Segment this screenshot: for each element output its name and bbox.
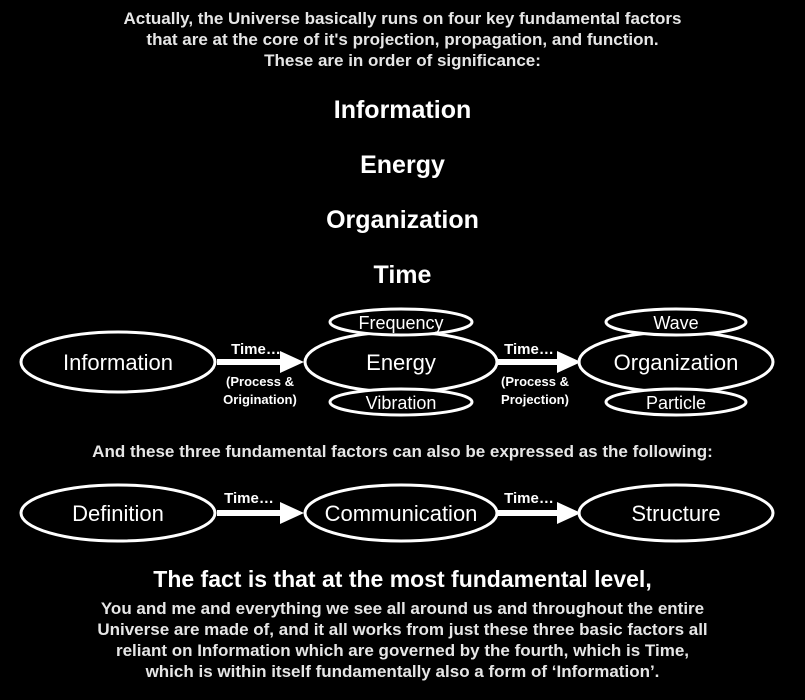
node-vibration-label: Vibration: [366, 393, 437, 413]
outro-line: Universe are made of, and it all works f…: [97, 620, 708, 639]
intro-line: These are in order of significance:: [264, 51, 541, 70]
arrow1-note-line2: Origination): [223, 392, 297, 407]
arrow-definition-to-communication: [217, 502, 304, 524]
node-wave-ellipse: [604, 307, 748, 337]
arrow2-time-label: Time…: [504, 341, 554, 358]
node-particle-ellipse: [604, 387, 748, 417]
node-structure-label: Structure: [631, 501, 720, 526]
node-energy-label: Energy: [366, 350, 436, 375]
node-wave-label: Wave: [653, 313, 698, 333]
outro-text: You and me and everything we see all aro…: [0, 598, 805, 682]
node-frequency-ellipse: [328, 307, 474, 337]
node-definition-label: Definition: [72, 501, 164, 526]
outro-line: reliant on Information which are governe…: [115, 641, 690, 660]
arrow-energy-to-organization: [497, 351, 581, 373]
outro-line: which is within itself fundamentally als…: [145, 662, 660, 681]
outro-line: You and me and everything we see all aro…: [100, 599, 705, 618]
factor-information: Information: [333, 96, 472, 124]
node-information-label: Information: [63, 350, 173, 375]
factor-energy: Energy: [360, 151, 445, 179]
intro-line: that are at the core of it's projection,…: [146, 30, 659, 49]
node-communication-label: Communication: [325, 501, 478, 526]
arrow1-note-line1: (Process &: [226, 374, 294, 389]
intro-text: Actually, the Universe basically runs on…: [0, 8, 805, 71]
diagram2-arrow1-time-label: Time…: [224, 490, 274, 507]
node-definition-ellipse: [19, 483, 217, 543]
node-information-ellipse: [19, 330, 217, 394]
diagram-two: Definition Communication Structure Time……: [19, 483, 775, 543]
arrow1-time-label: Time…: [231, 341, 281, 358]
arrow-information-to-energy: [217, 351, 304, 373]
outro-title: The fact is that at the most fundamental…: [153, 566, 652, 592]
factor-organization: Organization: [326, 206, 479, 234]
node-vibration-ellipse: [328, 387, 474, 417]
diagram-one: Information Energy Organization Frequenc…: [19, 307, 775, 417]
middle-text: And these three fundamental factors can …: [92, 442, 713, 461]
node-organization-label: Organization: [614, 350, 739, 375]
node-particle-label: Particle: [646, 393, 706, 413]
diagram2-arrow2-time-label: Time…: [504, 490, 554, 507]
factor-time: Time: [373, 261, 432, 289]
arrow2-note-line2: Projection): [501, 392, 569, 407]
arrow2-note-line1: (Process &: [501, 374, 569, 389]
node-frequency-label: Frequency: [358, 313, 443, 333]
intro-line: Actually, the Universe basically runs on…: [123, 9, 682, 28]
arrow-communication-to-structure: [497, 502, 581, 524]
